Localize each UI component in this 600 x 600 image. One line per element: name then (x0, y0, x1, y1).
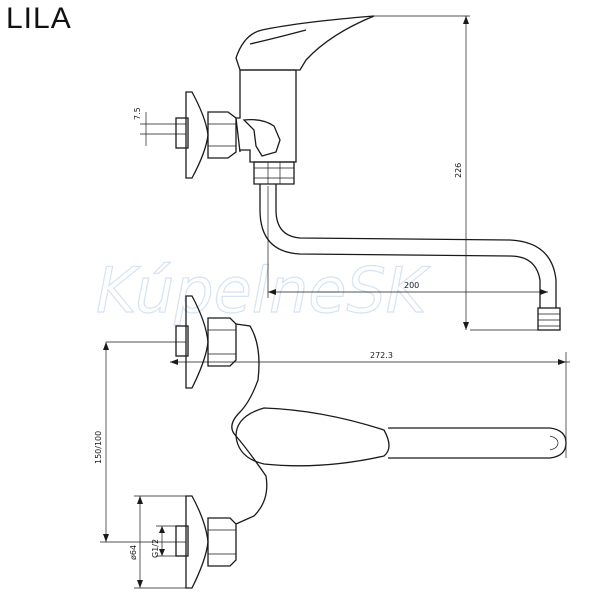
dim-total-reach: 272.3 (370, 351, 393, 360)
dim-spout-reach: 200 (404, 281, 419, 290)
front-view-dimensions: 272.3 150/100 ø64 G1/2 (94, 341, 570, 589)
front-view (175, 295, 567, 589)
product-title: LILA (6, 2, 72, 35)
dim-connection-spacing: 150/100 (94, 431, 103, 464)
watermark: KúpelneSK (96, 254, 431, 327)
side-view-dimensions: 7.5 226 200 (133, 15, 560, 331)
dim-nut-width: 7.5 (133, 107, 142, 120)
dim-rosette-diameter: ø64 (129, 545, 138, 560)
dim-thread: G1/2 (151, 539, 160, 558)
side-view (175, 15, 561, 331)
dim-total-height: 226 (454, 163, 463, 178)
